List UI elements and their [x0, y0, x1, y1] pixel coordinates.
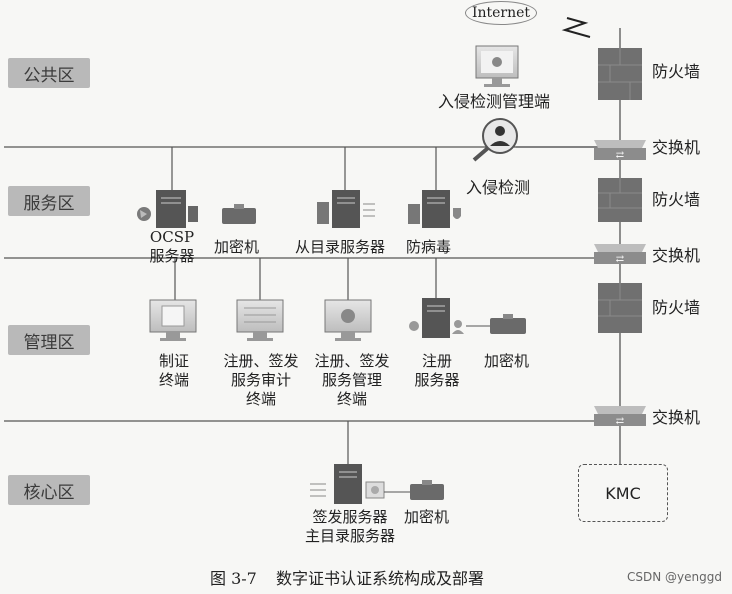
monitor-icon — [236, 299, 284, 341]
encryptor-label: 加密机 — [484, 352, 530, 370]
internet-cloud: Internet — [465, 1, 537, 25]
ids-sensor-icon — [472, 118, 518, 162]
globe-icon — [137, 207, 151, 221]
registration-server-label: 注册 服务器 — [412, 352, 462, 390]
svg-text:⇄: ⇄ — [616, 416, 625, 427]
monitor-icon — [149, 299, 197, 341]
firewall-label: 防火墙 — [652, 190, 701, 209]
svg-text:⇄: ⇄ — [616, 254, 625, 265]
label-line: 终端 — [336, 390, 367, 408]
switch-icon: ⇄ — [594, 140, 646, 161]
monitor-icon — [475, 45, 519, 87]
figure-number: 图 3-7 — [210, 569, 257, 588]
ids-manager-label: 入侵检测管理端 — [438, 92, 551, 111]
server-icon — [156, 190, 198, 228]
label-line: 制证 — [158, 352, 189, 370]
label-line: 终端 — [158, 371, 189, 389]
label-line: 服务管理 — [321, 371, 382, 389]
encryptor-label: 加密机 — [404, 508, 450, 526]
management-terminal-label: 注册、签发 服务管理 终端 — [308, 352, 396, 409]
label-line: 终端 — [245, 390, 276, 408]
watermark: CSDN @yenggd — [627, 570, 722, 584]
server-icon — [409, 298, 464, 338]
switch-label: 交换机 — [652, 408, 701, 427]
svg-text:⇄: ⇄ — [616, 150, 625, 161]
label-line: 服务审计 — [230, 371, 291, 389]
lightning-icon — [561, 17, 591, 38]
encryptor-icon — [222, 204, 256, 224]
label-line: 服务器 — [414, 371, 460, 389]
zone-management-label: 管理区 — [8, 325, 90, 355]
label-line: 主目录服务器 — [304, 527, 395, 545]
antivirus-label: 防病毒 — [406, 238, 452, 256]
cert-terminal-label: 制证 终端 — [152, 352, 196, 390]
ocsp-label-line: OCSP — [149, 228, 195, 246]
switch-icon: ⇄ — [594, 406, 646, 427]
figure-title: 数字证书认证系统构成及部署 — [275, 569, 484, 588]
zone-service-label: 服务区 — [8, 186, 90, 216]
firewall-icon — [598, 283, 642, 333]
server-icon — [408, 190, 461, 228]
switch-label: 交换机 — [652, 246, 701, 265]
label-line: 注册 — [421, 352, 452, 370]
audit-terminal-label: 注册、签发 服务审计 终端 — [215, 352, 307, 409]
monitor-icon — [324, 299, 372, 341]
server-icon — [317, 190, 375, 228]
firewall-icon — [598, 48, 642, 100]
encryptor-icon — [384, 480, 444, 500]
ocsp-label-line: 服务器 — [149, 247, 195, 265]
firewall-label: 防火墙 — [652, 62, 701, 81]
firewall-icon — [598, 178, 642, 222]
label-line: 注册、签发 — [223, 352, 299, 370]
slave-directory-server-label: 从目录服务器 — [295, 238, 386, 256]
ocsp-server-label: OCSP 服务器 — [140, 228, 204, 266]
figure-caption: 图 3-7 数字证书认证系统构成及部署 — [210, 565, 498, 589]
firewall-label: 防火墙 — [652, 298, 701, 317]
encryptor-icon — [466, 314, 526, 334]
kmc-box: KMC — [578, 464, 668, 522]
encryptor-label: 加密机 — [214, 238, 260, 256]
switch-label: 交换机 — [652, 138, 701, 157]
server-icon — [310, 464, 385, 504]
zone-core-label: 核心区 — [8, 475, 90, 505]
zone-public-label: 公共区 — [8, 58, 90, 88]
signing-server-label: 签发服务器 主目录服务器 — [300, 508, 400, 546]
switch-icon: ⇄ — [594, 244, 646, 265]
label-line: 注册、签发 — [314, 352, 390, 370]
label-line: 签发服务器 — [312, 508, 388, 526]
ids-label: 入侵检测 — [466, 178, 531, 197]
